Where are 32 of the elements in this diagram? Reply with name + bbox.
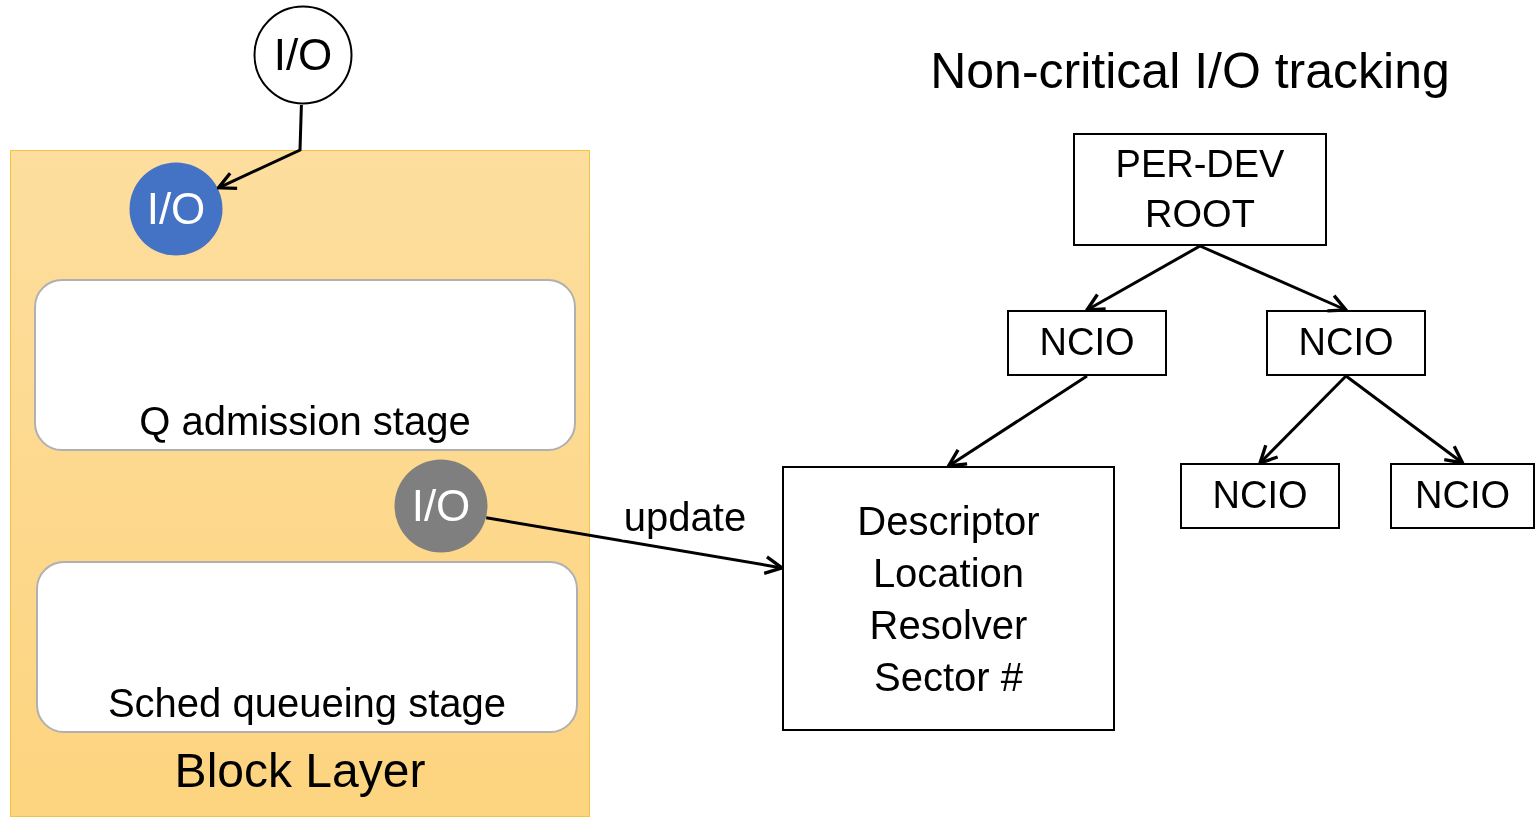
stage-box: [36, 561, 578, 733]
tree-node-box: [1007, 310, 1167, 376]
block-layer-panel: [10, 150, 590, 817]
node-label: NCIO: [1415, 473, 1510, 519]
node-label: Block Layer: [174, 742, 426, 799]
io-circle: [393, 458, 489, 554]
tree-node-box: [1266, 310, 1426, 376]
node-label: Sched queueing stage: [107, 680, 507, 727]
node-label: I/O: [273, 29, 333, 82]
node-label: Descriptor Location Resolver Sector #: [856, 497, 1041, 701]
arrow: [1085, 244, 1201, 312]
arrow: [946, 374, 1088, 468]
diagram-title: Non-critical I/O tracking: [929, 42, 1451, 100]
arrow: [216, 104, 303, 190]
node-label: NCIO: [1212, 473, 1308, 519]
tree-node-box: [782, 466, 1115, 731]
node-label: I/O: [411, 480, 471, 533]
io-circle: [128, 161, 224, 257]
arrow: [1345, 374, 1465, 465]
io-circle: [253, 5, 353, 105]
node-label: PER-DEV ROOT: [1114, 142, 1286, 237]
arrow: [1199, 244, 1348, 313]
tree-node-box: [1390, 463, 1535, 529]
node-label: I/O: [146, 183, 206, 236]
tree-node-box: [1180, 463, 1340, 529]
arrow: [485, 516, 784, 575]
node-label: NCIO: [1298, 320, 1394, 366]
tree-node-box: [1073, 133, 1327, 246]
stage-box: [34, 279, 576, 451]
node-label: Q admission stage: [139, 398, 471, 445]
node-label: NCIO: [1039, 320, 1135, 366]
arrow: [1258, 374, 1348, 465]
